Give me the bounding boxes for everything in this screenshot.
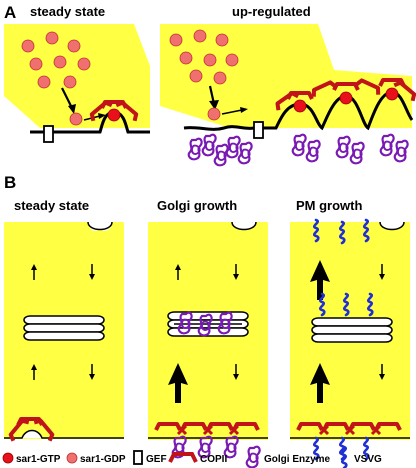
golgi-enzyme-cluster: [187, 133, 409, 167]
arrow-icon: [209, 100, 219, 110]
sar1-gdp-icon: [69, 112, 83, 126]
gef-icon: [253, 121, 264, 139]
recruit-arrow: [61, 87, 73, 109]
panel-b-title-pm: PM growth: [296, 198, 362, 213]
sar1-gtp-icon: [339, 91, 353, 105]
gef-icon: [43, 125, 54, 143]
legend-sar1-gtp: sar1-GTP: [16, 454, 61, 465]
panel-b-letter: B: [4, 173, 16, 192]
copii-icon: [168, 452, 198, 463]
panel-a-right-title: up-regulated: [232, 4, 311, 19]
cell-steady-state: [4, 24, 150, 128]
sar1-gtp-icon: [2, 452, 14, 464]
sar1-gtp-icon: [293, 99, 307, 113]
legend-gef: GEF: [146, 454, 167, 465]
legend-golgi-enzyme: Golgi Enzyme: [264, 454, 331, 465]
sar1-gdp-cluster-up: [169, 29, 239, 85]
panel-a-left-title: steady state: [30, 4, 105, 19]
arrow-icon: [240, 107, 248, 113]
cell-b-golgi: [148, 221, 268, 459]
golgi-enzyme-icon: [245, 445, 261, 468]
membrane-up: [183, 90, 414, 131]
legend: sar1-GTP sar1-GDP GEF COPII Golgi Enzyme…: [2, 445, 382, 468]
sar1-gdp-icon: [207, 107, 221, 121]
panel-a-letter: A: [4, 3, 16, 22]
legend-sar1-gdp: sar1-GDP: [80, 454, 126, 465]
arrow-icon: [68, 104, 76, 114]
panel-b-title-steady: steady state: [14, 198, 89, 213]
legend-vsvg: VSVG: [354, 454, 382, 465]
panel-b-title-golgi: Golgi growth: [157, 198, 237, 213]
sar1-gtp-icon: [107, 108, 121, 122]
sar1-gdp-cluster: [21, 31, 91, 89]
sar1-gtp-icon: [385, 87, 399, 101]
cell-b-pm: [290, 218, 410, 461]
cell-b-steady: [4, 221, 124, 443]
legend-copii: COPII: [200, 454, 227, 465]
sar1-gdp-icon: [66, 452, 78, 464]
gef-icon: [133, 450, 143, 465]
arrow-icon: [98, 113, 106, 119]
